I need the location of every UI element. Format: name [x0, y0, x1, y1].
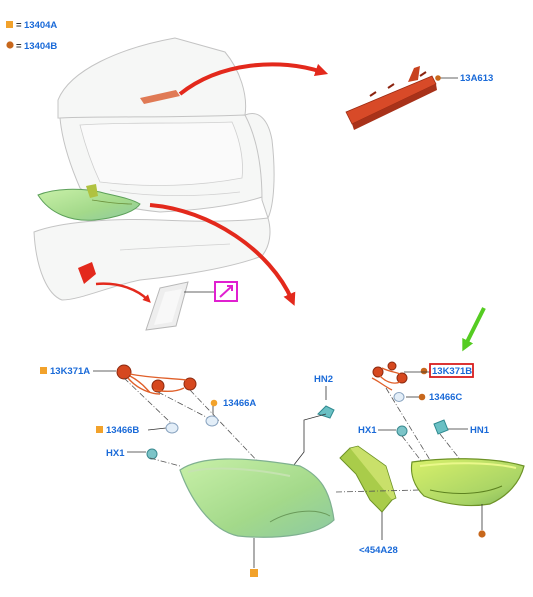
orange-square-icon — [210, 399, 218, 407]
legend-equals: = — [16, 41, 22, 52]
tailgate-window — [79, 121, 243, 186]
vehicle-tail-lamp — [37, 188, 141, 221]
hmsl-lamp-side — [352, 84, 437, 130]
hmsl-part: 13A613 — [345, 66, 493, 130]
selected-part-highlight[interactable] — [429, 363, 474, 378]
label-454A28: <454A28 — [359, 545, 398, 556]
bumper-crease — [119, 243, 231, 251]
legend: = 13404A = 13404B — [6, 20, 57, 52]
hmsl-lamp — [345, 75, 437, 125]
brown-circle-icon — [6, 41, 14, 49]
legend-item-13404A: = 13404A — [6, 20, 57, 31]
socket-harness-left: 13K371A — [40, 364, 263, 467]
stud-icon — [146, 448, 158, 460]
brown-circle-icon — [420, 367, 428, 375]
label-13466B: 13466B — [106, 425, 139, 436]
label-HX1: HX1 — [106, 448, 125, 459]
label-HN1: HN1 — [470, 425, 490, 436]
rear-quarter — [244, 113, 275, 220]
centerline — [385, 387, 431, 461]
tail-lamp-left-assembly — [179, 458, 335, 577]
bulb-icon — [165, 422, 179, 434]
label-13K371A: 13K371A — [50, 366, 90, 377]
vehicle-rear-illustration — [33, 37, 275, 301]
brown-circle-icon — [418, 393, 426, 401]
vehicle-lamp-clip — [86, 184, 98, 198]
bumper-reflector — [78, 262, 96, 284]
legend-equals: = — [16, 20, 22, 31]
vehicle-hmsl — [140, 90, 180, 104]
bulb-icon — [393, 392, 405, 402]
socket-harness-right: 13K371B — [371, 361, 474, 461]
label-HN2: HN2 — [314, 374, 333, 385]
orange-square-icon — [96, 426, 103, 433]
label-13466C: 13466C — [429, 392, 462, 403]
fastener-hx1-left: HX1 — [106, 448, 181, 467]
bulb-right: 13466C — [393, 392, 462, 403]
legend-item-13404B: = 13404B — [6, 41, 57, 52]
label-13A613: 13A613 — [460, 73, 493, 84]
callout-arrows — [95, 62, 329, 306]
centerline — [149, 457, 181, 467]
nut-icon — [317, 405, 335, 419]
bracket-edge — [349, 445, 397, 501]
green-pointer-arrow — [462, 307, 486, 352]
orange-square-icon — [6, 21, 13, 28]
arrow-to-hmsl — [178, 62, 329, 96]
label-13K371B[interactable]: 13K371B — [432, 366, 472, 377]
wiring-harness — [127, 373, 187, 395]
legend-code: 13404B — [24, 41, 57, 52]
nut-icon — [433, 419, 449, 435]
legend-code: 13404A — [24, 20, 57, 31]
stud-icon — [396, 425, 408, 437]
bracket-part: <454A28 — [335, 445, 421, 556]
wiring-harness — [371, 367, 401, 391]
bulbs-left: 13466A 13466B — [96, 398, 256, 436]
vehicle-lamp-edge — [91, 199, 133, 205]
reflector-face — [154, 289, 182, 325]
bulb-icon — [205, 415, 219, 427]
tailgate-crease — [109, 189, 241, 197]
lamp-lens-edge — [429, 485, 503, 494]
orange-square-icon — [40, 367, 47, 374]
tail-lamp-left — [179, 458, 335, 538]
label-HX1: HX1 — [358, 425, 377, 436]
centerline — [123, 377, 263, 467]
bulb-socket — [116, 364, 132, 380]
lamp-lens-edge — [269, 510, 331, 523]
tail-lamp-right — [410, 458, 525, 507]
centerline — [401, 435, 423, 463]
bulb-socket — [387, 361, 397, 371]
arrow-to-tail-lamp — [149, 203, 296, 306]
hmsl-tabs — [369, 71, 427, 97]
fastener-hn2: HN2 — [289, 374, 335, 471]
lamp-highlight — [187, 467, 291, 477]
brown-circle-icon — [435, 75, 441, 81]
label-13466A: 13466A — [223, 398, 256, 409]
tailgate-glass — [57, 37, 247, 126]
centerline — [439, 433, 463, 463]
hmsl-connector — [408, 66, 420, 82]
reflector-detail — [145, 281, 238, 331]
fastener-hx1-right: HX1 — [358, 425, 423, 463]
tail-lamp-right-assembly — [410, 458, 525, 538]
lamp-highlight — [419, 462, 517, 469]
bulb-socket — [372, 366, 384, 378]
leader-13466B — [147, 427, 167, 431]
arrow-to-reflector — [95, 282, 151, 303]
orange-square-icon — [250, 569, 258, 577]
centerline — [335, 489, 421, 493]
brown-circle-icon — [478, 530, 486, 538]
fastener-hn1: HN1 — [433, 419, 490, 463]
leader-HN2-path — [289, 413, 327, 471]
bulb-socket — [396, 372, 408, 384]
external-link-arrow — [219, 285, 233, 298]
